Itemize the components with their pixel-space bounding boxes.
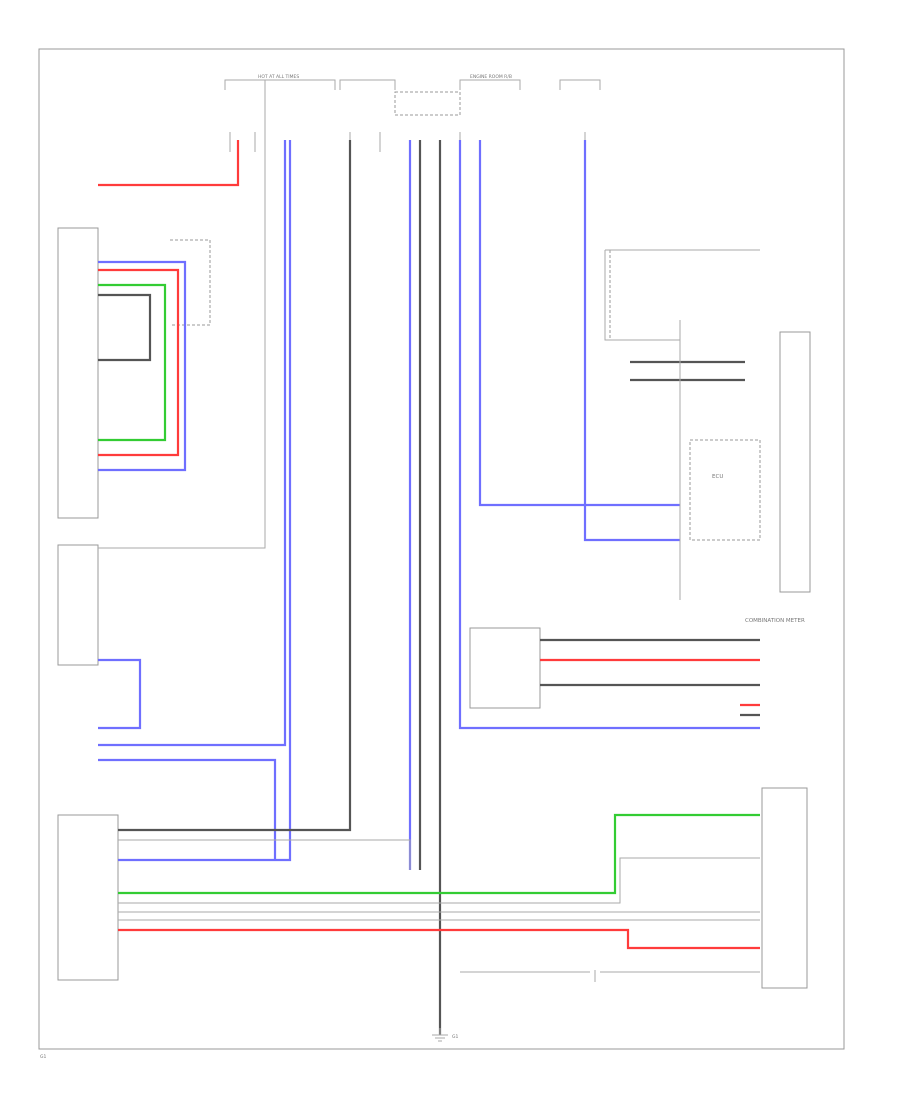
label-combination-meter: COMBINATION METER — [745, 618, 805, 624]
wire-black-1 — [118, 140, 352, 832]
label-ecu: ECU — [712, 474, 723, 480]
wire-blue-2 — [118, 140, 292, 862]
wire-blue-4 — [98, 758, 277, 860]
left-component-box-3 — [57, 814, 119, 981]
left-dashed-switch — [170, 239, 211, 326]
label-ground: G1 — [452, 1034, 458, 1040]
wire-blue-8 — [458, 140, 760, 730]
ground-symbol: G1 — [432, 1028, 458, 1042]
left-component-box-2 — [57, 544, 99, 666]
right-upper-dashed — [605, 249, 611, 341]
right-meter-box — [779, 331, 811, 593]
wire-green-bottom — [118, 813, 760, 895]
wire-blue-1 — [98, 140, 287, 747]
right-switch-box — [761, 787, 808, 989]
footer-code: G1 — [40, 1054, 46, 1060]
wire-green-loop — [98, 283, 167, 442]
wire-red-bottom — [118, 928, 760, 950]
wire-red-top — [98, 140, 240, 187]
left-feed-line — [98, 80, 266, 549]
left-component-box-1 — [57, 227, 99, 519]
top-fuse-block — [224, 79, 601, 152]
wire-gray-1 — [118, 839, 411, 870]
wire-yellow-upper — [604, 249, 760, 341]
wire-black-loop — [98, 293, 152, 362]
top-label-texts: HOT AT ALL TIMES ENGINE ROOM R/B — [258, 74, 512, 80]
ecu-dashed-box — [689, 439, 761, 541]
relay-box — [469, 627, 541, 709]
wire-blue-7 — [583, 140, 680, 542]
wire-red-loop — [98, 268, 180, 457]
wire-blue-9 — [98, 260, 187, 472]
label-top-fuse-box: ENGINE ROOM R/B — [470, 74, 512, 80]
diagram-frame — [38, 48, 845, 1050]
wire-blue-5 — [98, 658, 142, 730]
wire-yellow-bottom-1 — [118, 857, 760, 904]
wire-blue-6 — [478, 140, 680, 507]
label-top-harness: HOT AT ALL TIMES — [258, 74, 299, 80]
